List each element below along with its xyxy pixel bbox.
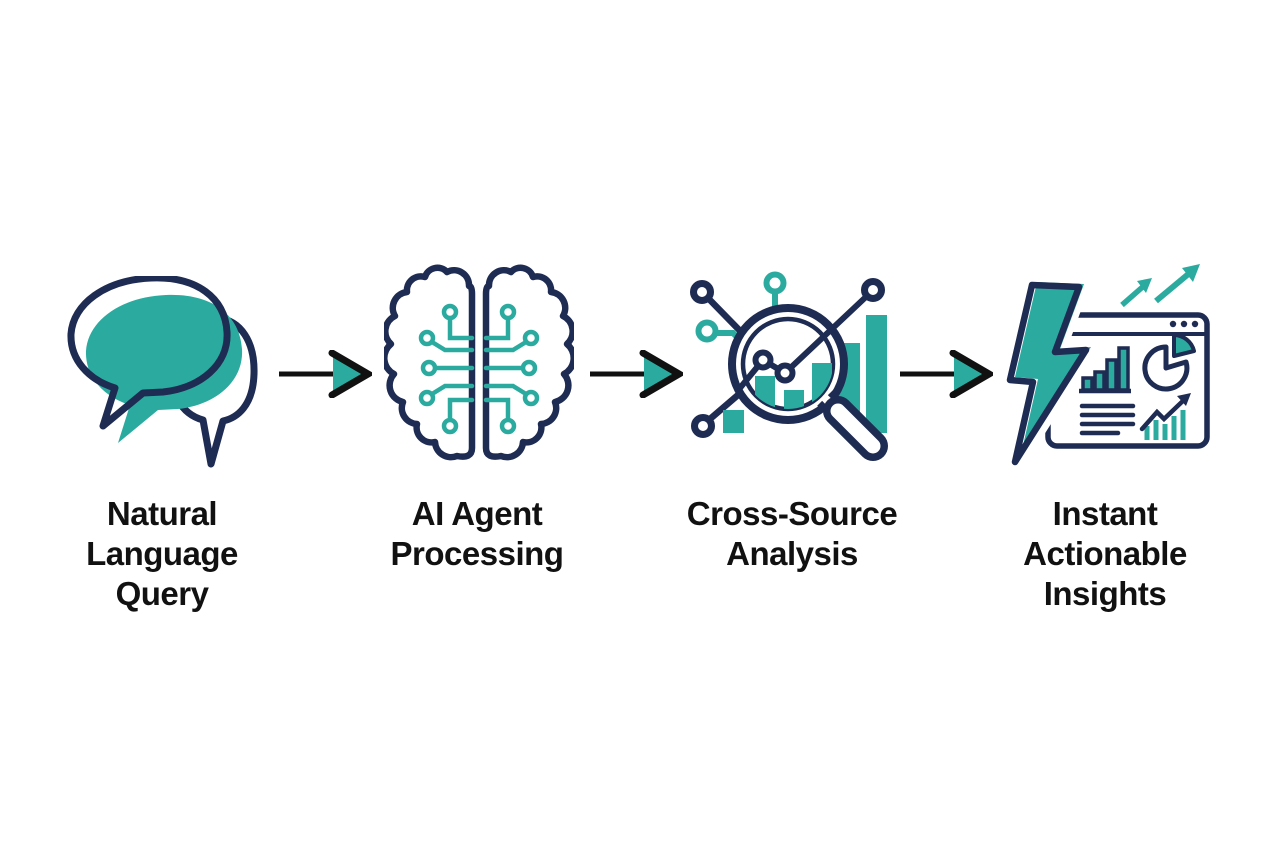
lightning-bolt-icon: [1000, 275, 1096, 472]
step-natural-language-query: [63, 274, 259, 479]
flow-arrow-3: [898, 349, 996, 403]
step-label-instant-actionable-insights: Instant Actionable Insights: [1023, 495, 1187, 612]
step-ai-agent-processing: [381, 264, 577, 475]
step-label-natural-language-query: Natural Language Query: [86, 495, 238, 612]
flow-arrow-2: [588, 349, 686, 403]
circuit-brain-icon: [381, 264, 577, 461]
arrow-right-icon: [279, 349, 375, 399]
growth-arrows-icon: [1120, 264, 1200, 308]
flow-arrow-1: [277, 349, 375, 403]
step-instant-actionable-insights: [1000, 256, 1218, 485]
step-label-cross-source-analysis: Cross-Source Analysis: [686, 495, 898, 572]
chat-bubbles-icon: [67, 274, 258, 468]
step-label-ai-agent-processing: AI Agent Processing: [390, 495, 564, 572]
arrow-right-icon: [900, 349, 996, 399]
magnifier-chart-icon: [690, 271, 888, 461]
step-cross-source-analysis: [685, 258, 895, 483]
lightning-dashboard-icon: [1000, 264, 1210, 472]
arrow-right-icon: [590, 349, 686, 399]
